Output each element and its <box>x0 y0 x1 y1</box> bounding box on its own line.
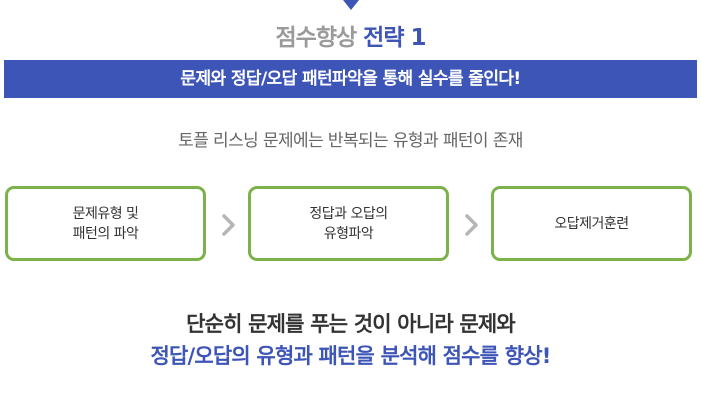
heading-emphasis: 전략 1 <box>363 25 426 51</box>
strategy-banner: 문제와 정답/오답 패턴파악을 통해 실수를 줄인다! <box>4 60 697 98</box>
closing-line-2: 정답/오답의 유형과 패턴을 분석해 점수를 향상! <box>150 344 551 368</box>
step-label: 정답과 오답의 <box>309 205 388 222</box>
down-arrow-icon <box>343 0 359 10</box>
strategy-heading: 점수향상 전략 1 <box>0 20 701 56</box>
strategy-subtitle: 토플 리스닝 문제에는 반복되는 유형과 패턴이 존재 <box>178 131 523 151</box>
closing-statement: 단순히 문제를 푸는 것이 아니라 문제와 정답/오답의 유형과 패턴을 분석해… <box>0 308 701 372</box>
step-box-answer-types: 정답과 오답의 유형파악 <box>248 186 449 261</box>
chevron-right-icon <box>465 214 478 236</box>
step-box-elimination: 오답제거훈련 <box>491 186 692 261</box>
heading-prefix: 점수향상 <box>275 25 358 51</box>
step-label: 오답제거훈련 <box>554 215 629 232</box>
step-label: 패턴의 파악 <box>72 225 139 242</box>
step-box-pattern: 문제유형 및 패턴의 파악 <box>5 186 206 261</box>
chevron-right-icon <box>222 214 235 236</box>
closing-line-1: 단순히 문제를 푸는 것이 아니라 문제와 <box>186 312 516 336</box>
step-label: 문제유형 및 <box>72 205 139 222</box>
step-label: 유형파악 <box>323 225 374 242</box>
